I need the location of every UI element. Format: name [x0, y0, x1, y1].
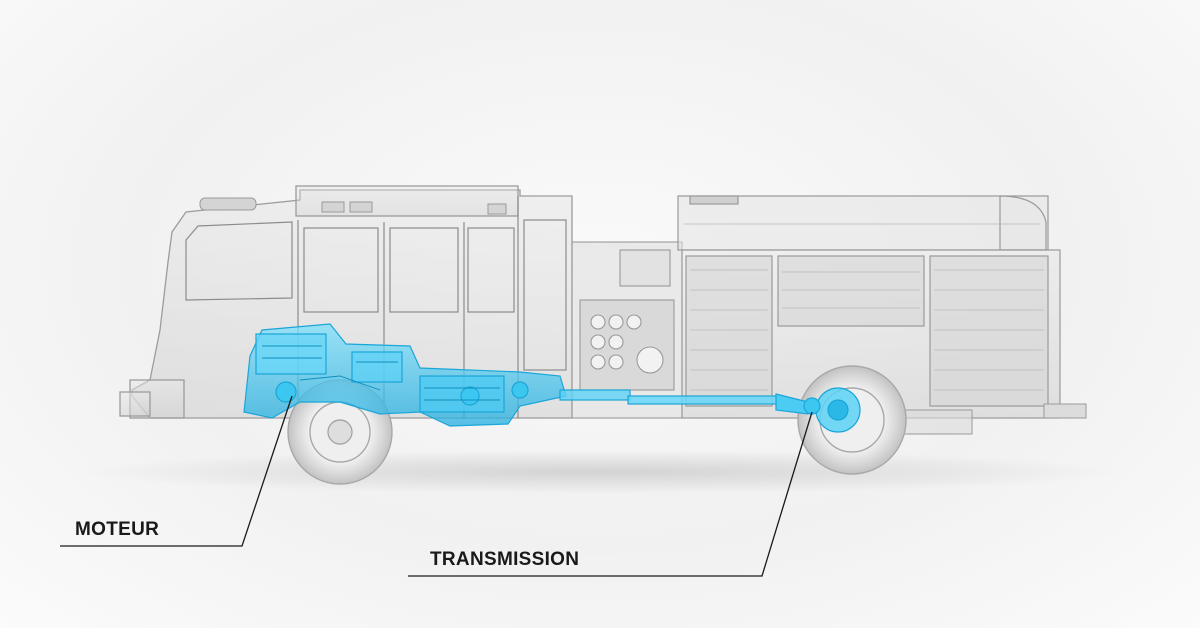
engine-leader-line: [60, 395, 293, 547]
compartment-lines: [684, 223, 1044, 391]
transmission-callout-label: TRANSMISSION: [430, 549, 580, 570]
transmission-leader-line: [408, 411, 813, 577]
cab: [119, 185, 573, 419]
callout-leaders: [60, 395, 813, 577]
engine-detail-lines: [262, 345, 500, 401]
pump-panel: [571, 241, 683, 419]
rear-step: [895, 403, 1087, 435]
driveshaft-highlight: [559, 387, 861, 433]
roof-lights: [199, 197, 507, 215]
ground-shadow: [80, 450, 1120, 494]
engine-callout-label: MOTEUR: [75, 519, 160, 540]
engine-highlight: [243, 323, 567, 427]
